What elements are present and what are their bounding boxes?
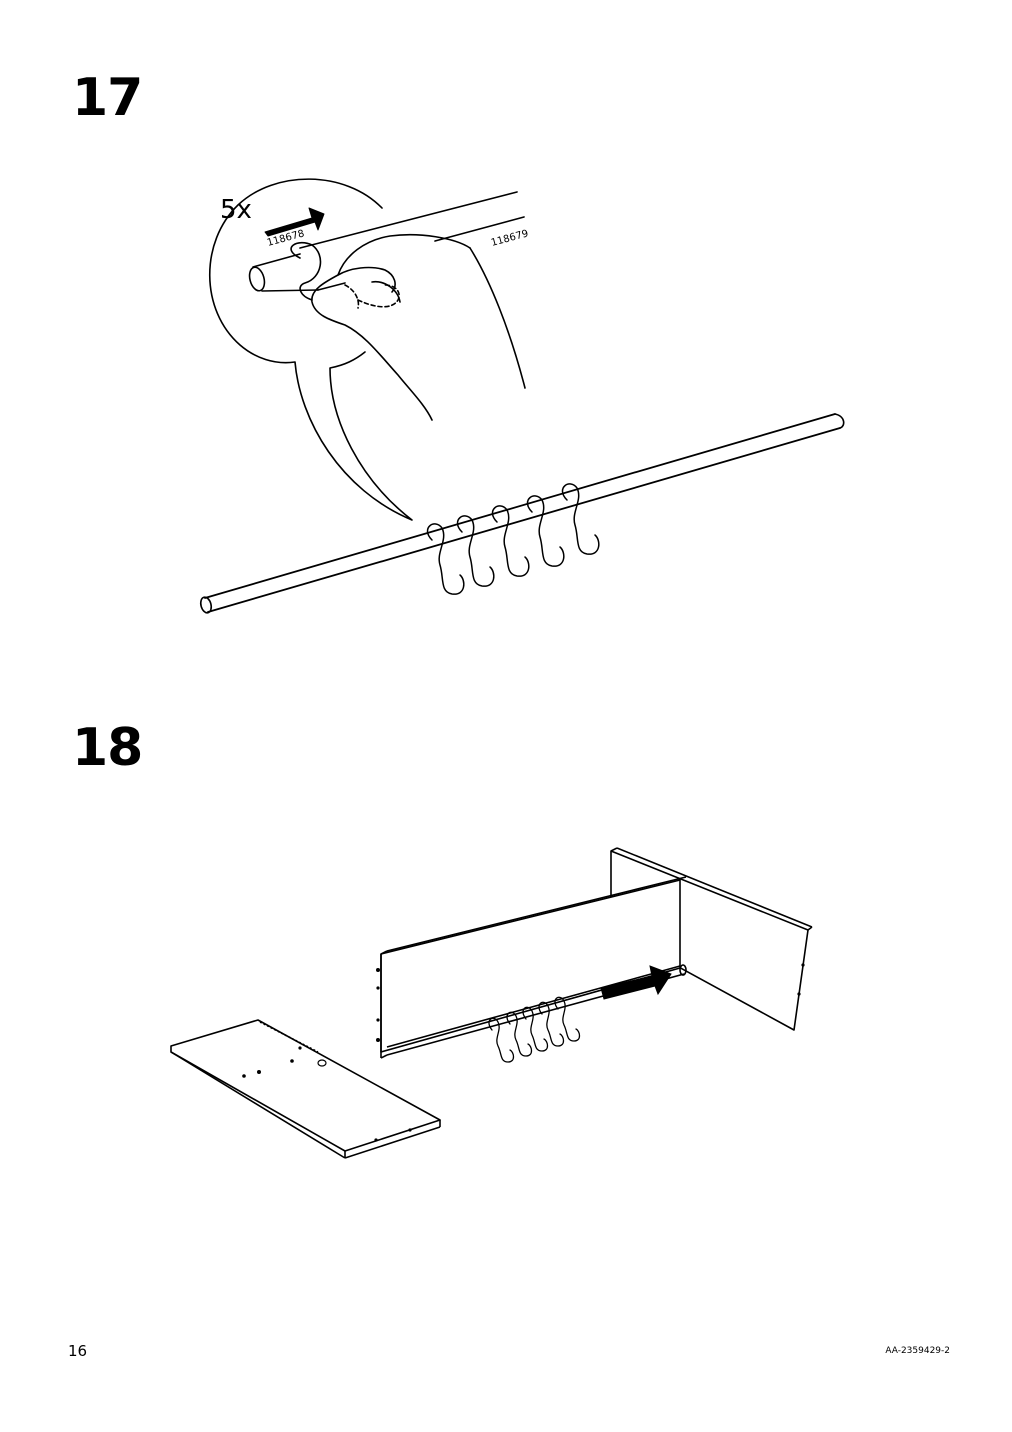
- bottom-panel: [170, 1019, 441, 1152]
- s-hook: [491, 505, 530, 577]
- side-panel-right: [610, 850, 809, 1031]
- s-hook: [426, 523, 465, 595]
- rod-end-detail: [248, 266, 266, 292]
- rod-end-left: [199, 596, 213, 614]
- part-number-118679: 118679: [490, 228, 530, 249]
- hooks-group: [426, 483, 600, 595]
- quantity-label: 5x: [220, 195, 252, 225]
- hooks-group-small: [488, 996, 581, 1063]
- arrow-icon: [600, 965, 672, 1000]
- s-hook: [456, 515, 495, 587]
- step-18-number: 18: [72, 718, 143, 778]
- s-hook: [526, 495, 565, 567]
- hook-detail: [290, 241, 322, 301]
- document-code: AA-2359429-2: [885, 1346, 950, 1356]
- hand-icon: [311, 233, 471, 421]
- back-panel: [380, 879, 681, 1053]
- page-number: 16: [68, 1342, 88, 1360]
- step-17-illustration: 5x 118678 118679: [199, 178, 845, 614]
- step-17-number: 17: [72, 68, 143, 128]
- detail-callout-outline: [208, 178, 413, 521]
- arrow-icon: [264, 207, 325, 237]
- s-hook: [561, 483, 600, 555]
